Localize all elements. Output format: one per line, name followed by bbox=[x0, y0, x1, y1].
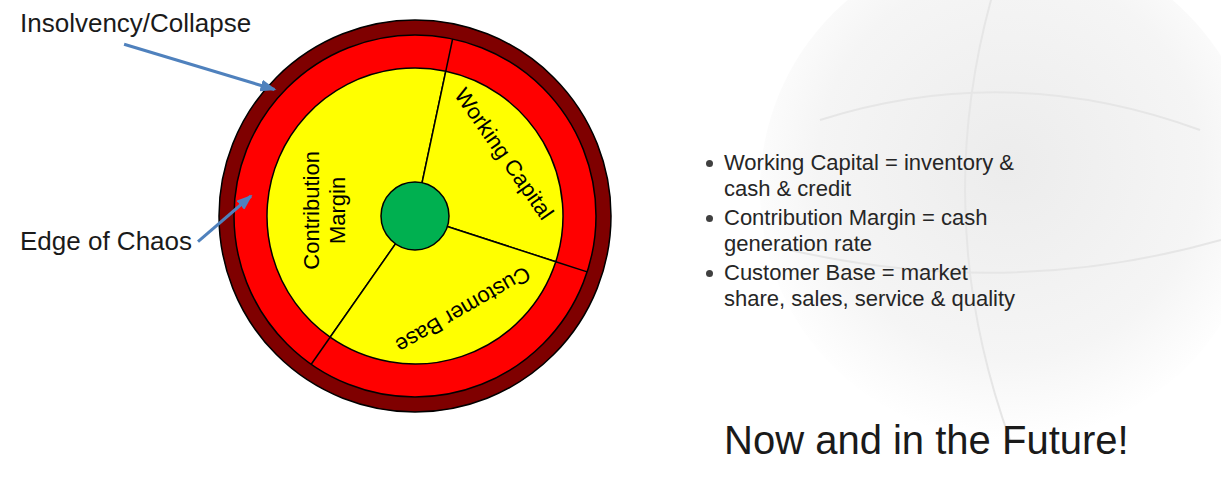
ring-divider bbox=[446, 39, 453, 71]
bullet-text: Contribution Margin = cash generation ra… bbox=[724, 205, 1029, 257]
leader-arrow bbox=[198, 196, 251, 242]
insolvency-ring bbox=[219, 20, 611, 412]
bullet-text: Working Capital = inventory & cash & cre… bbox=[724, 150, 1029, 202]
callout-label: Insolvency/Collapse bbox=[20, 8, 251, 39]
sector-fill bbox=[330, 216, 556, 364]
ring-divider bbox=[556, 262, 587, 272]
ring-divider bbox=[311, 337, 330, 364]
globe-arc bbox=[820, 92, 1200, 130]
center-circle bbox=[381, 182, 449, 250]
bullet-dot bbox=[706, 270, 713, 277]
bullet-text: Customer Base = market share, sales, ser… bbox=[724, 260, 1029, 312]
sector-label: Contribution Margin bbox=[299, 135, 352, 285]
bullet-dot bbox=[706, 160, 713, 167]
edge-of-chaos-ring bbox=[234, 35, 596, 397]
tagline: Now and in the Future! bbox=[724, 416, 1129, 464]
callout-label: Edge of Chaos bbox=[20, 226, 192, 257]
bullet-dot bbox=[706, 215, 713, 222]
leader-arrow bbox=[124, 44, 274, 89]
